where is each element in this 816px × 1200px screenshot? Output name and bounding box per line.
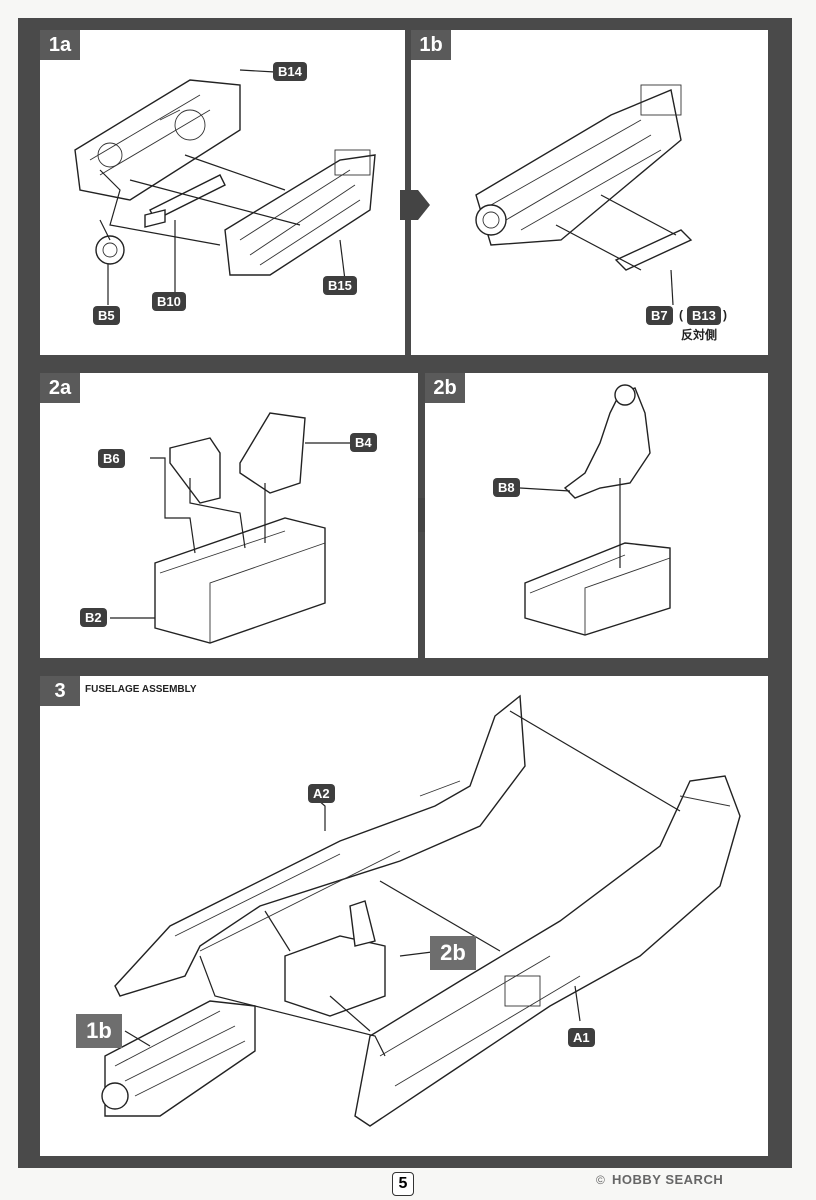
part-label-b6: B6: [98, 449, 125, 468]
part-label-b13: B13: [687, 306, 721, 325]
subassembly-ref-2b: 2b: [430, 936, 476, 970]
panel-2b: 2b B8: [425, 373, 768, 658]
step-2a-label: 2a: [40, 373, 80, 403]
engine-assembled-drawing: [475, 84, 693, 306]
fuselage-drawing: [101, 694, 741, 1127]
part-label-b14: B14: [273, 62, 307, 81]
step-3-title: FUSELAGE ASSEMBLY: [85, 684, 197, 695]
part-label-b5: B5: [93, 306, 120, 325]
subassembly-ref-1b: 1b: [76, 1014, 122, 1048]
step-3-label: 3: [40, 676, 80, 706]
part-label-b8: B8: [493, 478, 520, 497]
part-label-b15: B15: [323, 276, 357, 295]
part-label-b2: B2: [80, 608, 107, 627]
paren-open: (: [679, 308, 683, 322]
cockpit-parts-drawing: [110, 412, 350, 644]
part-label-b10: B10: [152, 292, 186, 311]
panel-2a: 2a B6 B4 B2: [40, 373, 418, 658]
part-label-b7: B7: [646, 306, 673, 325]
part-label-a2: A2: [308, 784, 335, 803]
step-1a-label: 1a: [40, 30, 80, 60]
paren-close: ): [723, 308, 727, 322]
page-number: 5: [392, 1172, 414, 1196]
watermark: HOBBY SEARCH: [612, 1172, 724, 1187]
opposite-side-note: 反対側: [681, 328, 718, 342]
panel-1b: 1b B7 ( B13 ) 反対側: [411, 30, 768, 355]
part-label-b4: B4: [350, 433, 377, 452]
part-label-a1: A1: [568, 1028, 595, 1047]
step-1b-label: 1b: [411, 30, 451, 60]
panel-1a: 1a B14 B10 B15 B5: [40, 30, 405, 355]
panel-3: 3 FUSELAGE ASSEMBLY A2 A1 2b 1b: [40, 676, 768, 1156]
engine-parts-drawing: [74, 69, 376, 305]
pilot-seat-drawing: [519, 384, 671, 636]
watermark-mark: ©: [596, 1173, 605, 1187]
step-2b-label: 2b: [425, 373, 465, 403]
